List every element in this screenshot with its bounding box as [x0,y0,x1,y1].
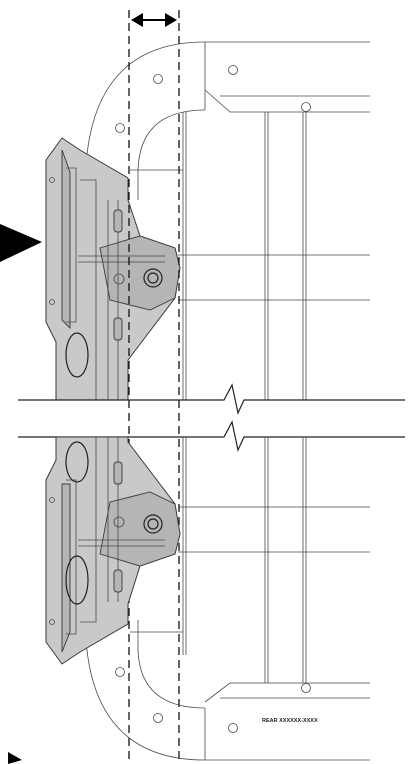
double-arrow-icon [131,13,177,27]
dashed-guides [128,10,180,764]
arrow-right-icon [0,224,42,262]
top-frame [85,41,370,400]
bottom-bracket [45,436,181,665]
rear-label: REAR XXXXXX-XXXX [262,718,318,724]
bottom-frame: REAR XXXXXX-XXXX [85,437,370,761]
break-line-icon [18,383,405,452]
top-bracket [45,137,181,401]
arrow-right-icon [8,752,22,764]
